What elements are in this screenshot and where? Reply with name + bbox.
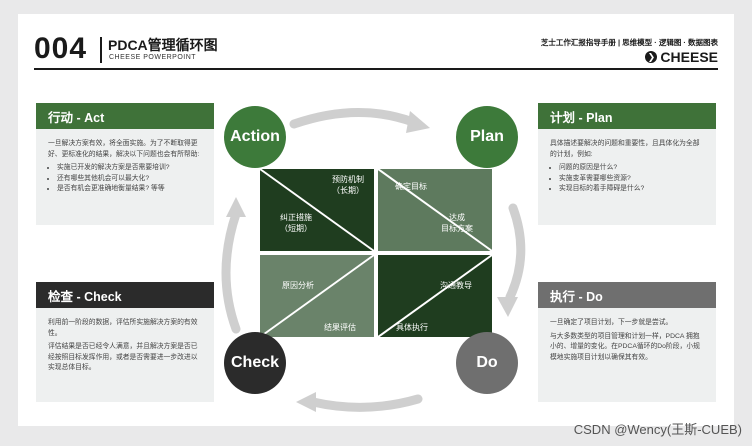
watermark: CSDN @Wency(王斯-CUEB) — [573, 422, 742, 437]
label-execution: 具体执行 — [396, 323, 428, 332]
label-result-evaluation: 结果评估 — [324, 323, 356, 332]
section-number: 004 — [34, 32, 88, 65]
act-card-body: 一旦解决方案有效，将全面实施。为了不断取得更好、更标准化的结果，解决以下问题也会… — [36, 129, 214, 225]
label-goal-plan: 达成 目标方案 — [441, 213, 473, 234]
check-card-body: 利用前一阶段的数据，评估所实施解决方案的有效性。 评估结果是否已经令人满意，并且… — [36, 308, 214, 402]
arrow-heads — [226, 111, 518, 412]
do-card-body: 一旦确定了项目计划，下一步就是尝试。 与大多数类型的项目管理和计划一样，PDCA… — [538, 308, 716, 402]
plan-item: 问题的原因是什么? — [559, 163, 704, 174]
check-card-text: 利用前一阶段的数据，评估所实施解决方案的有效性。 — [48, 319, 198, 337]
plan-card-text: 具体描述要解决的问题和重要性，且具体化为全部的计划，例如: — [550, 140, 700, 158]
page-title: PDCA管理循环图 — [108, 37, 218, 53]
do-card-text: 与大多数类型的项目管理和计划一样，PDCA 拥抱小的、增量的变化。在PDCA循环… — [550, 332, 700, 361]
act-item: 是否有机会更准确地衡量结果? 等等 — [57, 184, 202, 195]
page-subtitle: CHEESE POWERPOINT — [109, 54, 197, 61]
act-card: 行动 - Act 一旦解决方案有效，将全面实施。为了不断取得更好、更标准化的结果… — [36, 103, 214, 225]
check-circle: Check — [224, 332, 286, 394]
act-card-title: 行动 - Act — [36, 103, 214, 129]
header-breadcrumb: 芝士工作汇报指导手册 | 思维模型 · 逻辑图 · 数据图表 — [540, 38, 718, 47]
quadrant-diagonals — [259, 168, 493, 338]
do-circle: Do — [456, 332, 518, 394]
label-correction: 纠正措施 （短期） — [280, 213, 312, 234]
arrow-check-to-action — [221, 209, 241, 334]
slide: 004 PDCA管理循环图 CHEESE POWERPOINT 芝士工作汇报指导… — [18, 14, 734, 426]
do-card: 执行 - Do 一旦确定了项目计划，下一步就是尝试。 与大多数类型的项目管理和计… — [538, 282, 716, 402]
action-circle: Action — [224, 106, 286, 168]
header-rule — [34, 68, 718, 70]
check-card: 检查 - Check 利用前一阶段的数据，评估所实施解决方案的有效性。 评估结果… — [36, 282, 214, 402]
do-card-text: 一旦确定了项目计划，下一步就是尝试。 — [550, 319, 673, 326]
brand-logo: ❯ CHEESE — [645, 49, 718, 65]
arrow-head-plan — [406, 111, 430, 133]
arrow-head-action — [226, 197, 246, 217]
plan-card-body: 具体描述要解决的问题和重要性，且具体化为全部的计划，例如: 问题的原因是什么? … — [538, 129, 716, 225]
label-cause-analysis: 原因分析 — [282, 281, 314, 290]
do-card-title: 执行 - Do — [538, 282, 716, 308]
plan-card: 计划 - Plan 具体描述要解决的问题和重要性，且具体化为全部的计划，例如: … — [538, 103, 716, 225]
cycle-arrows — [221, 108, 526, 412]
check-card-title: 检查 - Check — [36, 282, 214, 308]
plan-circle: Plan — [456, 106, 518, 168]
plan-item: 实施变革需要哪些资源? — [559, 174, 704, 185]
check-card-text: 评估结果是否已经令人满意，并且解决方案是否已经按照目标发挥作用，或者是否需要进一… — [48, 343, 198, 372]
pdca-diagram — [221, 108, 526, 412]
act-card-text: 一旦解决方案有效，将全面实施。为了不断取得更好、更标准化的结果，解决以下问题也会… — [48, 140, 200, 158]
label-set-goal: 确定目标 — [395, 182, 427, 191]
arrow-head-check — [296, 392, 316, 412]
arrow-action-to-plan — [289, 108, 418, 129]
arrow-do-to-check — [308, 394, 423, 412]
act-item: 还有哪些其他机会可以最大化? — [57, 174, 202, 185]
label-communication: 沟通教导 — [440, 281, 472, 290]
plan-card-title: 计划 - Plan — [538, 103, 716, 129]
arrow-head-do — [497, 297, 518, 317]
arrow-plan-to-do — [505, 203, 526, 302]
plan-item: 实现目标的着手障碍是什么? — [559, 184, 704, 195]
label-prevention: 预防机制 （长期） — [332, 175, 364, 196]
header-divider — [100, 37, 102, 63]
chevron-right-icon: ❯ — [645, 51, 658, 63]
act-item: 实施已开发的解决方案是否需要培训? — [57, 163, 202, 174]
brand-logo-text: CHEESE — [660, 49, 718, 65]
